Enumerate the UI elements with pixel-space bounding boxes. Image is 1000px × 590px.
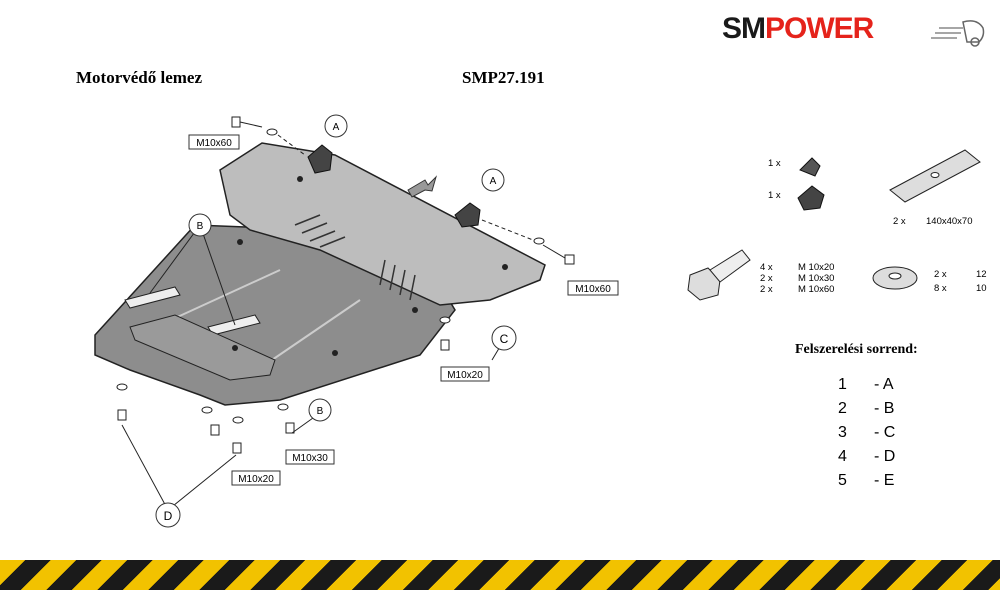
plate-size: 140x40x70 [926,216,973,227]
bolt-qty-list: 4 x 2 x 2 x [760,262,773,295]
slots-upper [294,214,416,301]
washer-qty-list: 2 x 8 x [934,268,947,296]
svg-text:C: C [500,332,509,346]
bolt-size-list: M 10x20 M 10x30 M 10x60 [798,262,834,295]
bottom-bolts [116,316,451,454]
logo-text-power: POWER [765,12,874,45]
install-step: 2- B [838,400,895,417]
svg-text:A: A [490,176,497,187]
callout-a-top: A [324,114,348,138]
direction-arrow-icon [407,175,438,198]
bolt-size-3: M 10x60 [798,284,835,295]
bolt-qty-2: 2 x [760,273,773,284]
motorbike-rider-icon [931,20,985,47]
svg-text:M10x20: M10x20 [447,370,483,381]
svg-text:M10x60: M10x60 [196,138,232,149]
parts-illustrations [687,149,981,301]
crossmember [129,314,276,381]
label-m10x60-top: M10x60 [188,134,240,150]
label-m10x20-right: M10x20 [440,366,490,382]
install-step: 5- E [838,472,895,489]
label-m10x20-bottom: M10x20 [231,470,281,486]
product-code: SMP27.191 [462,68,545,87]
callout-c: C [491,325,517,351]
install-step: 3- C [838,424,896,441]
washer-size-list: 12 10 [976,268,987,296]
label-m10x60-right: M10x60 [567,280,619,296]
bolt-qty-3: 2 x [760,284,773,295]
product-name: Motorvédő lemez [76,68,203,87]
callout-a-right: A [481,168,505,192]
install-steps: 1- A 2- B 3- C 4- D 5- E [838,376,895,496]
callout-b-left: B [188,213,212,237]
hazard-stripe-footer [0,560,1000,590]
install-step: 1- A [838,376,894,393]
callout-d: D [155,502,181,528]
bolt-qty-1: 4 x [760,262,773,273]
bolt-right [481,219,575,265]
svg-text:B: B [317,406,324,417]
bracket-a-top [307,144,333,174]
skid-plate-upper [219,142,546,306]
svg-text:M10x20: M10x20 [238,474,274,485]
install-order-title: Felszerelési sorrend: [795,342,918,357]
svg-text:D: D [164,509,173,523]
washer-part-icon [872,266,918,290]
install-step: 4- D [838,448,896,465]
svg-text:B: B [197,221,204,232]
label-m10x30: M10x30 [285,449,335,465]
washer-qty-1: 2 x [934,269,947,280]
exploded-diagram: A A B B C D M10x60 M10x60 M10x20 M10x20 … [94,114,619,528]
bolt-part-icon [687,249,751,301]
svg-text:M10x60: M10x60 [575,284,611,295]
bracket-part-2-icon [797,185,825,211]
plate-holes [232,176,508,356]
washer-size-2: 10 [976,283,987,294]
plate-qty: 2 x [893,216,906,227]
smpower-logo: SMPOWER [722,12,987,52]
bolt-size-2: M 10x30 [798,273,835,284]
bracket-qty-2: 1 x [768,190,781,201]
washer-qty-2: 8 x [934,283,947,294]
washer-size-1: 12 [976,269,987,280]
bracket-part-1-icon [799,157,821,177]
logo-text-sm: SM [722,12,766,45]
bracket-qty-1: 1 x [768,158,781,169]
bolt-size-1: M 10x20 [798,262,835,273]
svg-text:M10x30: M10x30 [292,453,328,464]
svg-text:A: A [333,122,340,133]
bolt-top-left [231,116,306,156]
bracket-b-left [124,286,181,309]
bracket-a-right [454,202,481,228]
callout-b-bottom: B [308,398,332,422]
